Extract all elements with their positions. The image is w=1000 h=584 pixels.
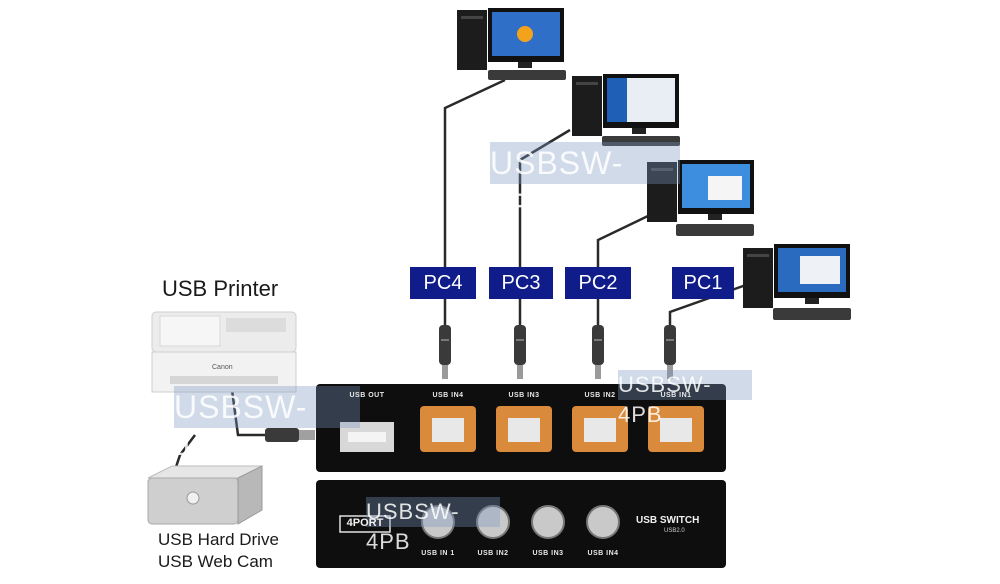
plug-pc3 xyxy=(514,325,526,379)
plug-pc1 xyxy=(664,325,676,379)
port-label-usb-in3: USB IN3 xyxy=(508,392,540,399)
printer-image xyxy=(151,311,297,393)
front-badge: 4PORT xyxy=(346,517,384,529)
port-label-usb-out: USB OUT xyxy=(349,392,385,399)
computer-pc2 xyxy=(647,160,754,236)
plug-usb-a xyxy=(265,428,315,442)
web-cam-label: USB Web Cam xyxy=(158,552,273,571)
hard-drive-label: USB Hard Drive xyxy=(158,530,279,549)
watermark-right: USBSW-4PB xyxy=(618,370,752,427)
usb-plugs xyxy=(265,325,676,442)
cable-drive xyxy=(173,434,196,471)
printer-brand: Canon xyxy=(212,364,233,371)
computer-pc1 xyxy=(743,244,851,320)
watermark-top: USBSW-4PB xyxy=(490,142,680,223)
watermark-left: USBSW-4PB xyxy=(174,386,360,467)
plug-pc4 xyxy=(439,325,451,379)
front-subtitle: USB2.0 xyxy=(664,528,685,534)
hard-drive-image xyxy=(147,465,263,525)
watermark-front: USBSW-4PB xyxy=(366,497,500,554)
pc1-label: PC1 xyxy=(672,267,734,299)
port-label-usb-in4: USB IN4 xyxy=(432,392,464,399)
cable-printer xyxy=(230,389,268,437)
button-label-usb-in3: USB IN3 xyxy=(532,550,564,557)
switch-front-panel xyxy=(316,480,726,568)
pc3-label: PC3 xyxy=(489,267,553,299)
printer-label: USB Printer xyxy=(162,276,279,301)
computer-pc3 xyxy=(572,74,680,146)
computer-pc4 xyxy=(457,8,566,80)
pc2-label: PC2 xyxy=(565,267,631,299)
port-label-usb-in1: USB IN1 xyxy=(660,392,692,399)
cable-pc4 xyxy=(443,78,506,325)
switch-top-panel xyxy=(316,384,726,472)
front-title: USB SWITCH xyxy=(636,515,700,526)
port-label-usb-in2: USB IN2 xyxy=(584,392,616,399)
button-label-usb-in-1: USB IN 1 xyxy=(421,550,455,557)
button-label-usb-in2: USB IN2 xyxy=(477,550,509,557)
plug-pc2 xyxy=(592,325,604,379)
pc4-label: PC4 xyxy=(410,267,476,299)
button-label-usb-in4: USB IN4 xyxy=(587,550,619,557)
